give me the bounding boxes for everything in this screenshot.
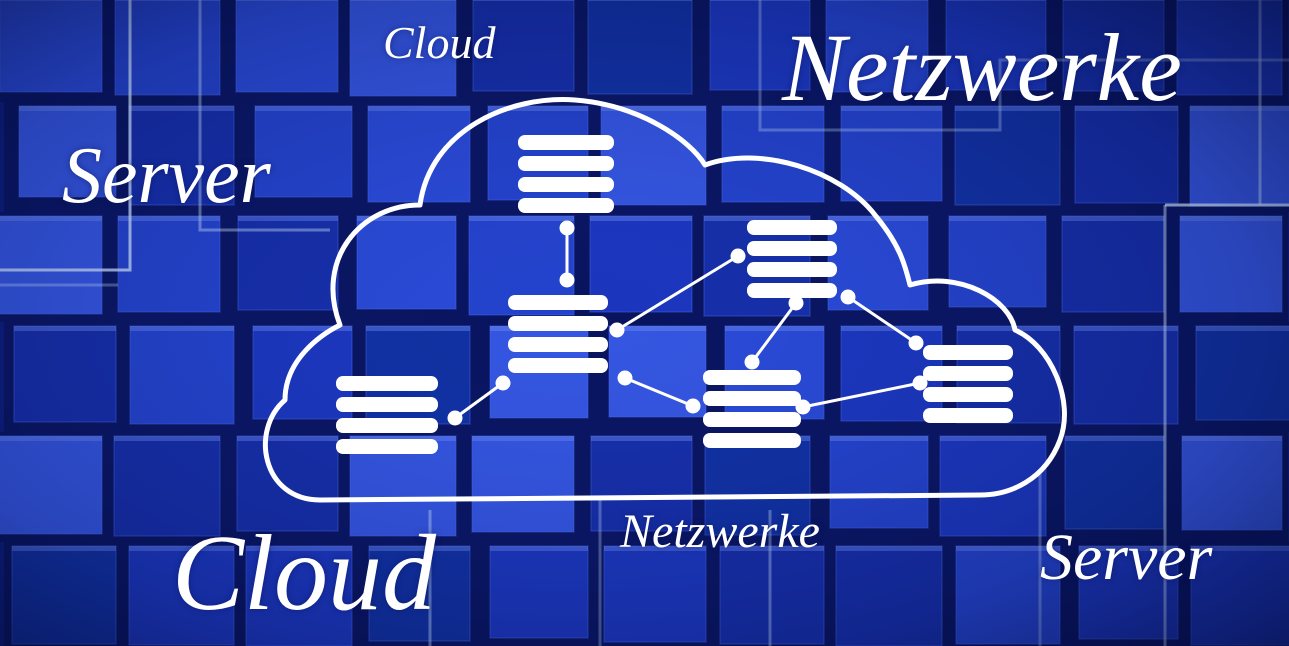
network-connection-icon (447, 220, 928, 426)
server-unit (923, 387, 1013, 402)
server-stack-icon (518, 135, 614, 213)
server-unit (923, 366, 1013, 381)
server-unit (336, 418, 438, 433)
word-netzwerke-large: Netzwerke (782, 14, 1182, 121)
word-server-left: Server (62, 132, 271, 220)
server-unit (518, 177, 614, 192)
server-unit (336, 439, 438, 454)
server-stack-icon (336, 376, 438, 454)
server-stack-icon (508, 295, 608, 373)
cloud-outline-icon (262, 97, 1067, 503)
word-server-right: Server (1040, 521, 1213, 594)
server-unit (508, 358, 608, 373)
word-cloud-large: Cloud (172, 514, 437, 633)
server-unit (508, 337, 608, 352)
server-unit (703, 433, 801, 448)
server-stack-icon (923, 345, 1013, 423)
server-unit (518, 156, 614, 171)
word-netzwerke-small: Netzwerke (620, 505, 820, 558)
server-unit (518, 198, 614, 213)
server-unit (923, 345, 1013, 360)
server-unit (508, 295, 608, 310)
server-unit (923, 408, 1013, 423)
server-stack-icon (747, 220, 837, 298)
server-unit (747, 241, 837, 256)
server-unit (336, 397, 438, 412)
server-unit (703, 391, 801, 406)
server-unit (747, 220, 837, 235)
server-unit (518, 135, 614, 150)
server-stacks (336, 135, 1013, 454)
server-stack-icon (703, 370, 801, 448)
server-unit (703, 412, 801, 427)
word-cloud-small: Cloud (383, 17, 496, 68)
server-unit (336, 376, 438, 391)
server-unit (747, 262, 837, 277)
server-unit (703, 370, 801, 385)
server-unit (747, 283, 837, 298)
server-unit (508, 316, 608, 331)
